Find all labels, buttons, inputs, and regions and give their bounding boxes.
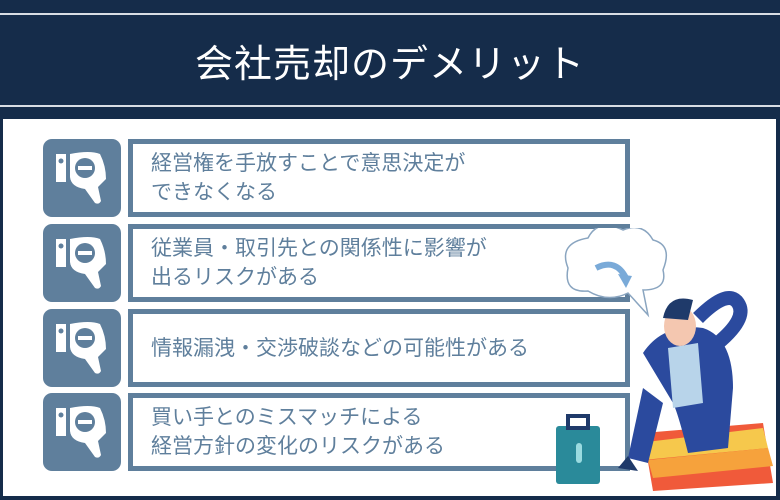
page-title: 会社売却のデメリット xyxy=(194,41,585,86)
disadvantage-text-box: 従業員・取引先との関係性に影響が 出るリスクがある xyxy=(128,224,630,302)
worried-person-illustration xyxy=(556,228,773,491)
person-icon xyxy=(618,291,748,471)
thumbs-down-icon xyxy=(43,393,121,471)
disadvantage-text: 従業員・取引先との関係性に影響が 出るリスクがある xyxy=(151,236,487,289)
list-item: 情報漏洩・交渉破談などの可能性がある xyxy=(43,309,630,387)
suitcase-icon xyxy=(556,414,600,484)
disadvantage-text-box: 買い手とのミスマッチによる 経営方針の変化のリスクがある xyxy=(128,393,630,471)
top-divider xyxy=(0,13,780,15)
bottom-divider xyxy=(0,105,780,107)
list-item: 買い手とのミスマッチによる 経営方針の変化のリスクがある xyxy=(43,393,630,471)
list-item: 従業員・取引先との関係性に影響が 出るリスクがある xyxy=(43,224,630,302)
disadvantage-text-box: 経営権を手放すことで意思決定が できなくなる xyxy=(128,139,630,217)
thought-bubble-icon xyxy=(564,228,668,318)
thumbs-down-icon xyxy=(43,139,121,217)
thumbs-down-icon xyxy=(43,309,121,387)
disadvantage-text: 経営権を手放すことで意思決定が できなくなる xyxy=(151,151,466,204)
disadvantage-text-box: 情報漏洩・交渉破談などの可能性がある xyxy=(128,309,630,387)
disadvantage-text: 情報漏洩・交渉破談などの可能性がある xyxy=(151,335,529,360)
thumbs-down-icon xyxy=(43,224,121,302)
disadvantage-text: 買い手とのミスマッチによる 経営方針の変化のリスクがある xyxy=(151,405,445,458)
list-item: 経営権を手放すことで意思決定が できなくなる xyxy=(43,139,630,217)
